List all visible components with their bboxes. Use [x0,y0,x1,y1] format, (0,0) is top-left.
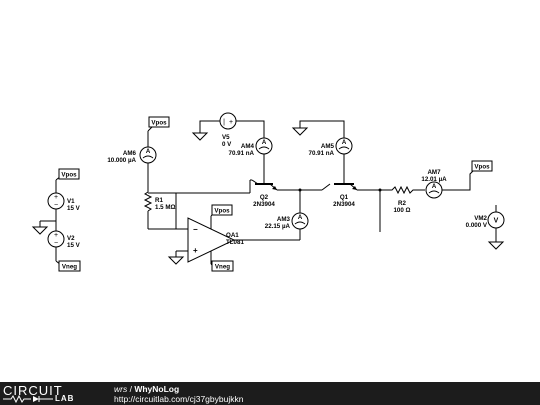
q2-transistor-symbol [249,179,300,193]
svg-text:Vpos: Vpos [474,164,490,171]
oa1-name: OA1 [226,232,239,239]
vm2-name: VM2 [474,215,487,222]
q1-value: 2N3904 [333,201,355,208]
schematic: + − + − V1 15 V V2 15 V Vpos Vneg Vpos A… [31,112,505,272]
logo-text-top: CIRCUIT [3,383,63,398]
svg-text:Vpos: Vpos [151,120,167,127]
svg-text:Vpos: Vpos [214,208,230,215]
svg-text:−: − [54,240,58,247]
v2-name: V2 [67,235,75,242]
oa1-opamp-symbol: − + [187,216,236,264]
r1-value: 1.5 MΩ [155,204,175,211]
r2-resistor-symbol [380,185,425,195]
svg-text:Vneg: Vneg [62,264,77,271]
ground-icon [167,256,185,265]
svg-text:+: + [229,119,233,126]
author-username[interactable]: wrs [114,384,128,394]
am6-value: 10.000 µA [107,157,136,164]
schematic-attribution: wrs / WhyNoLog [114,384,179,394]
ground-icon [291,127,309,136]
svg-text:+: + [54,232,58,239]
am7-name: AM7 [427,169,441,176]
svg-text:A: A [432,184,437,190]
svg-text:+: + [193,246,198,255]
v2-value: 15 V [67,242,81,249]
am4-value: 70.91 nA [229,150,255,157]
v1-name: V1 [67,198,75,205]
oa1-value: TL081 [226,239,244,246]
q2-value: 2N3904 [253,201,275,208]
path-separator: / [127,384,135,394]
vneg-flag-opamp: Vneg [210,260,234,272]
am3-name: AM3 [277,216,291,223]
ground-icon [191,132,209,141]
svg-text:A: A [342,140,347,146]
svg-text:+: + [54,194,58,201]
am5-value: 70.91 nA [309,150,335,157]
v5-value: 0 V [222,141,232,148]
schematic-title[interactable]: WhyNoLog [134,384,180,394]
svg-text:|: | [223,119,225,126]
r1-name: R1 [155,197,163,204]
supply-stack: + − + − V1 15 V V2 15 V [31,180,81,261]
footer-bar: CIRCUIT LAB wrs / WhyNoLog http://circui… [0,382,540,405]
svg-text:−: − [193,225,198,234]
q2-name: Q2 [260,194,269,201]
vm2-value: 0.000 V [466,222,488,229]
vpos-flag-am7: Vpos [471,160,493,172]
logo-text-bottom: LAB [55,394,75,403]
circuitlab-logo[interactable]: CIRCUIT LAB [3,382,95,405]
am4-name: AM4 [241,143,255,150]
vpos-flag-v1: Vpos [55,168,80,181]
am7-value: 12.01 µA [421,176,447,183]
svg-text:V: V [494,218,499,225]
r2-value: 100 Ω [393,207,410,214]
v1-value: 15 V [67,205,81,212]
vneg-flag-v2: Vneg [55,260,81,272]
svg-text:−: − [54,202,58,209]
vpos-flag-opamp: Vpos [210,204,233,217]
am5-name: AM5 [321,143,335,150]
svg-text:Vneg: Vneg [215,264,230,271]
svg-text:A: A [262,140,267,146]
svg-text:A: A [146,149,151,155]
am6-name: AM6 [123,150,137,157]
ground-icon [487,241,505,250]
svg-text:A: A [298,215,303,221]
vpos-flag-am6: Vpos [148,116,170,128]
ground-icon [31,226,49,235]
svg-text:Vpos: Vpos [61,172,77,179]
q1-name: Q1 [340,194,349,201]
schematic-url[interactable]: http://circuitlab.com/cj37gbybujkkn [114,394,244,404]
r1-resistor-symbol [143,191,153,212]
logo-circuit-icon [3,395,53,403]
r2-name: R2 [398,200,406,207]
am3-value: 22.15 µA [265,223,291,230]
q1-transistor-symbol [300,180,390,191]
v5-name: V5 [222,134,230,141]
